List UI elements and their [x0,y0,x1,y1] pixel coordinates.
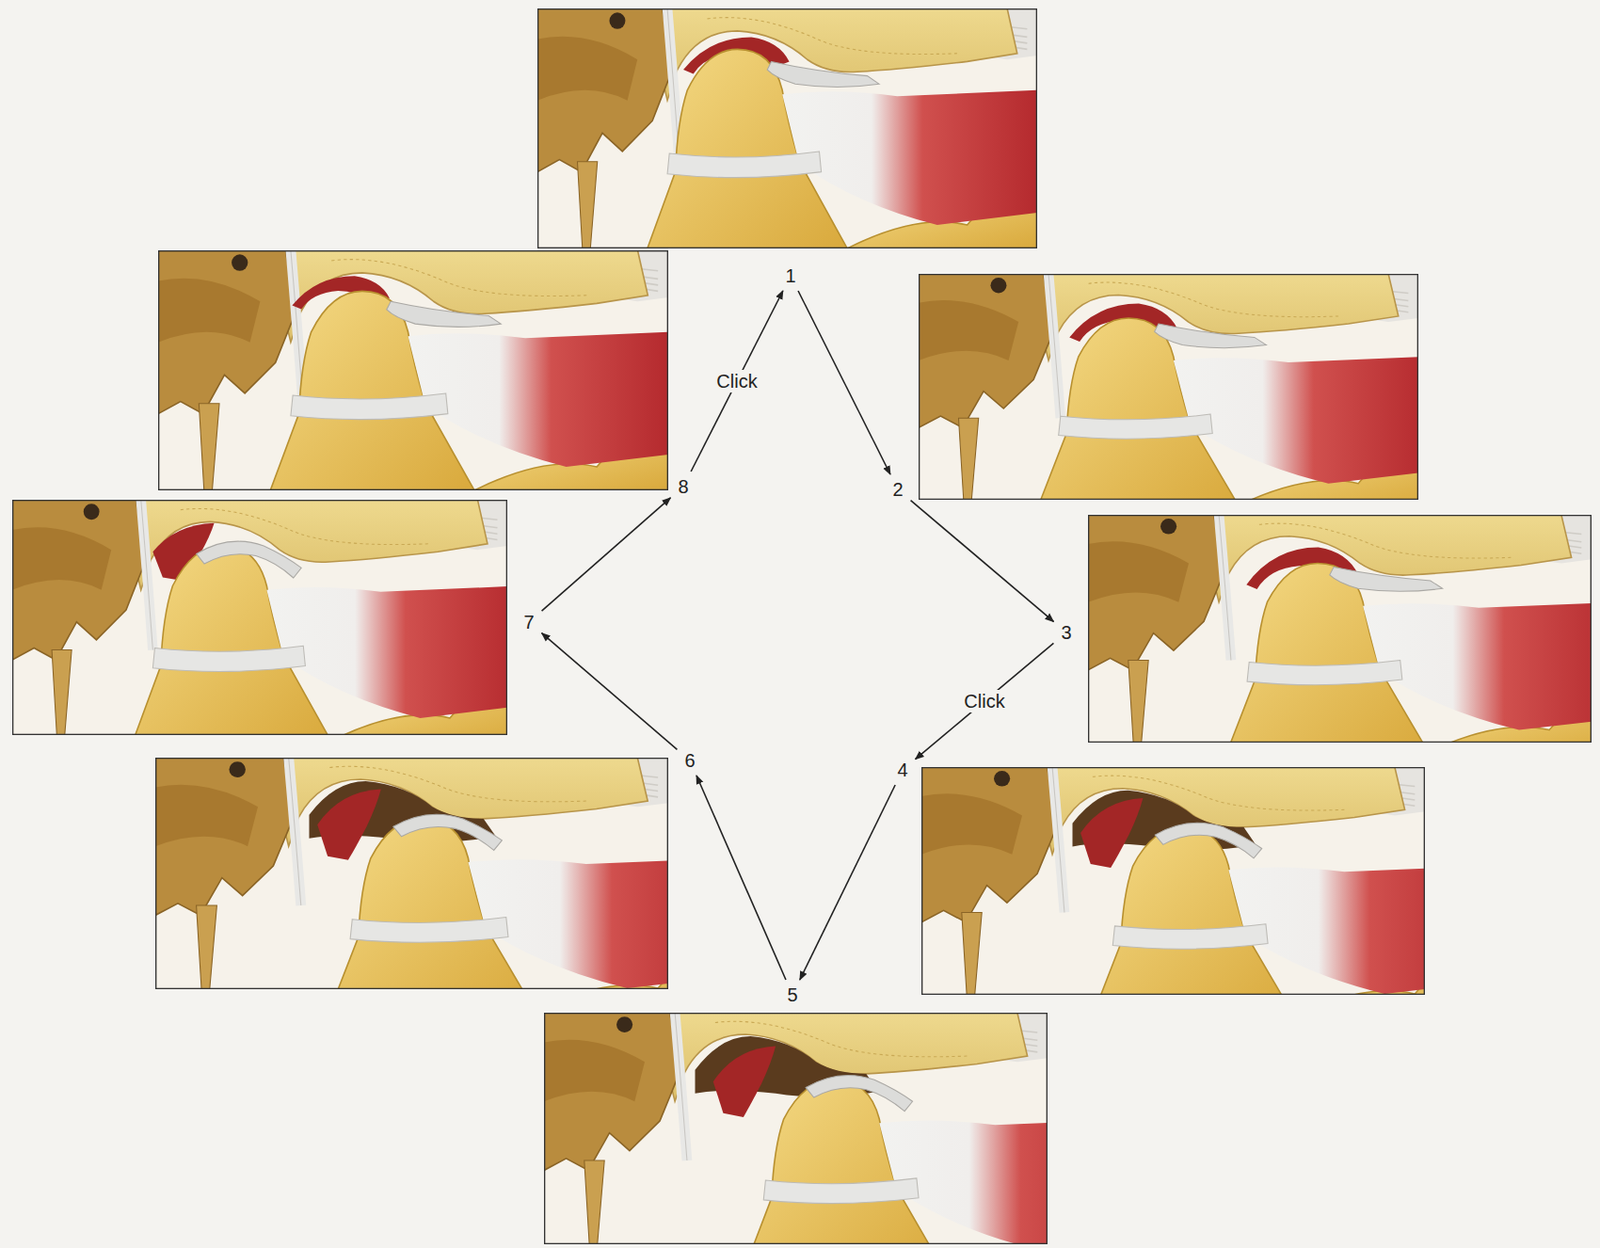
click-label: Click [712,369,761,393]
step-number: 5 [782,982,802,1008]
flow-arrow [798,290,891,475]
step-number: 6 [679,748,700,773]
tmj-panel [544,1012,1136,1248]
flow-arrow [690,290,784,472]
step-number-text: 5 [786,984,798,1006]
step-number-text: 8 [677,476,688,497]
step-number-text: 1 [784,265,796,287]
step-number: 3 [1056,620,1076,645]
step-number: 4 [892,757,912,783]
tmj-panel [155,757,730,1011]
flow-arrow [542,497,672,611]
tmj-panel [918,273,1429,506]
flow-arrow [915,642,1055,759]
click-label: Click [960,689,1008,713]
step-number-text: 2 [892,479,903,500]
tmj-panel [1088,514,1600,752]
tmj-panel [12,499,520,741]
step-number-text: 6 [684,750,695,771]
tmj-panel [921,767,1486,1017]
step-number-text: 7 [523,611,534,633]
flow-arrow [696,775,786,980]
step-number: 1 [780,263,800,288]
flow-arrow [542,633,678,751]
tmj-panel [537,8,1038,249]
flow-arrow [800,784,896,980]
step-number: 2 [887,477,908,502]
step-number-text: 3 [1060,622,1072,643]
step-number-text: 4 [896,759,908,781]
step-number: 7 [518,609,539,635]
flow-arrow [911,500,1055,623]
step-number: 8 [672,474,693,499]
tmj-panel [158,250,669,491]
